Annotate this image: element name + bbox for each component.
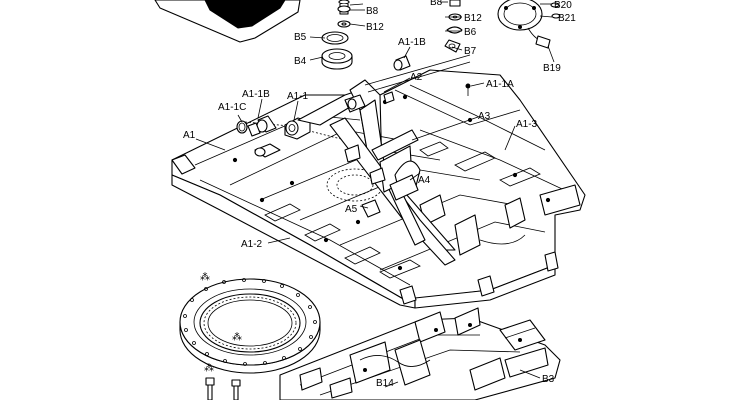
- hardware-stack-left: [321, 0, 353, 70]
- label-a1-1c: A1-1C: [218, 102, 246, 113]
- label-b14: B14: [376, 378, 394, 389]
- swing-bearing: ⁂ ⁂ ⁂: [179, 272, 321, 374]
- label-a2: A2: [410, 72, 423, 83]
- bearing-bolt-holes: [183, 278, 317, 366]
- label-b21: B21: [558, 13, 576, 24]
- label-b3: B3: [542, 374, 555, 385]
- label-b12-left: B12: [366, 22, 384, 33]
- label-a4: A4: [418, 175, 431, 186]
- callout-labels: B8 B8 B12 B5 B4 A1-1B B12 B6 B7 B20 B21 …: [183, 0, 576, 389]
- svg-text:⁂: ⁂: [204, 363, 214, 374]
- label-b12-right: B12: [464, 13, 482, 24]
- boom-arms: [297, 54, 471, 266]
- label-a1-1: A1-1: [287, 91, 309, 102]
- lower-frame: [279, 307, 561, 400]
- label-a1: A1: [183, 130, 196, 141]
- counterweight-cover: [154, 0, 301, 43]
- label-a1-1b-left: A1-1B: [242, 89, 270, 100]
- label-b8: B8: [366, 6, 379, 17]
- label-b4: B4: [294, 56, 307, 67]
- label-b8-top: B8: [430, 0, 443, 8]
- bushing-top: [393, 55, 411, 71]
- label-a3: A3: [478, 111, 491, 122]
- leader-lines: [195, 1, 555, 388]
- bearing-bolts: [205, 377, 241, 400]
- label-a1-2: A1-2: [241, 239, 263, 250]
- label-b5: B5: [294, 32, 307, 43]
- swivel-plate: [497, 0, 561, 49]
- label-b19: B19: [543, 63, 561, 74]
- label-b6: B6: [464, 27, 477, 38]
- svg-text:⁂: ⁂: [232, 332, 242, 343]
- label-a1-3: A1-3: [516, 119, 538, 130]
- label-a5: A5: [345, 204, 358, 215]
- svg-text:⁂: ⁂: [200, 272, 210, 283]
- label-b20: B20: [554, 0, 572, 11]
- label-b7: B7: [464, 46, 477, 57]
- label-a1-1a: A1-1A: [486, 79, 514, 90]
- hardware-stack-right: [444, 0, 463, 53]
- label-a1-1b-top: A1-1B: [398, 37, 426, 48]
- boom-foot-pins: [236, 115, 311, 158]
